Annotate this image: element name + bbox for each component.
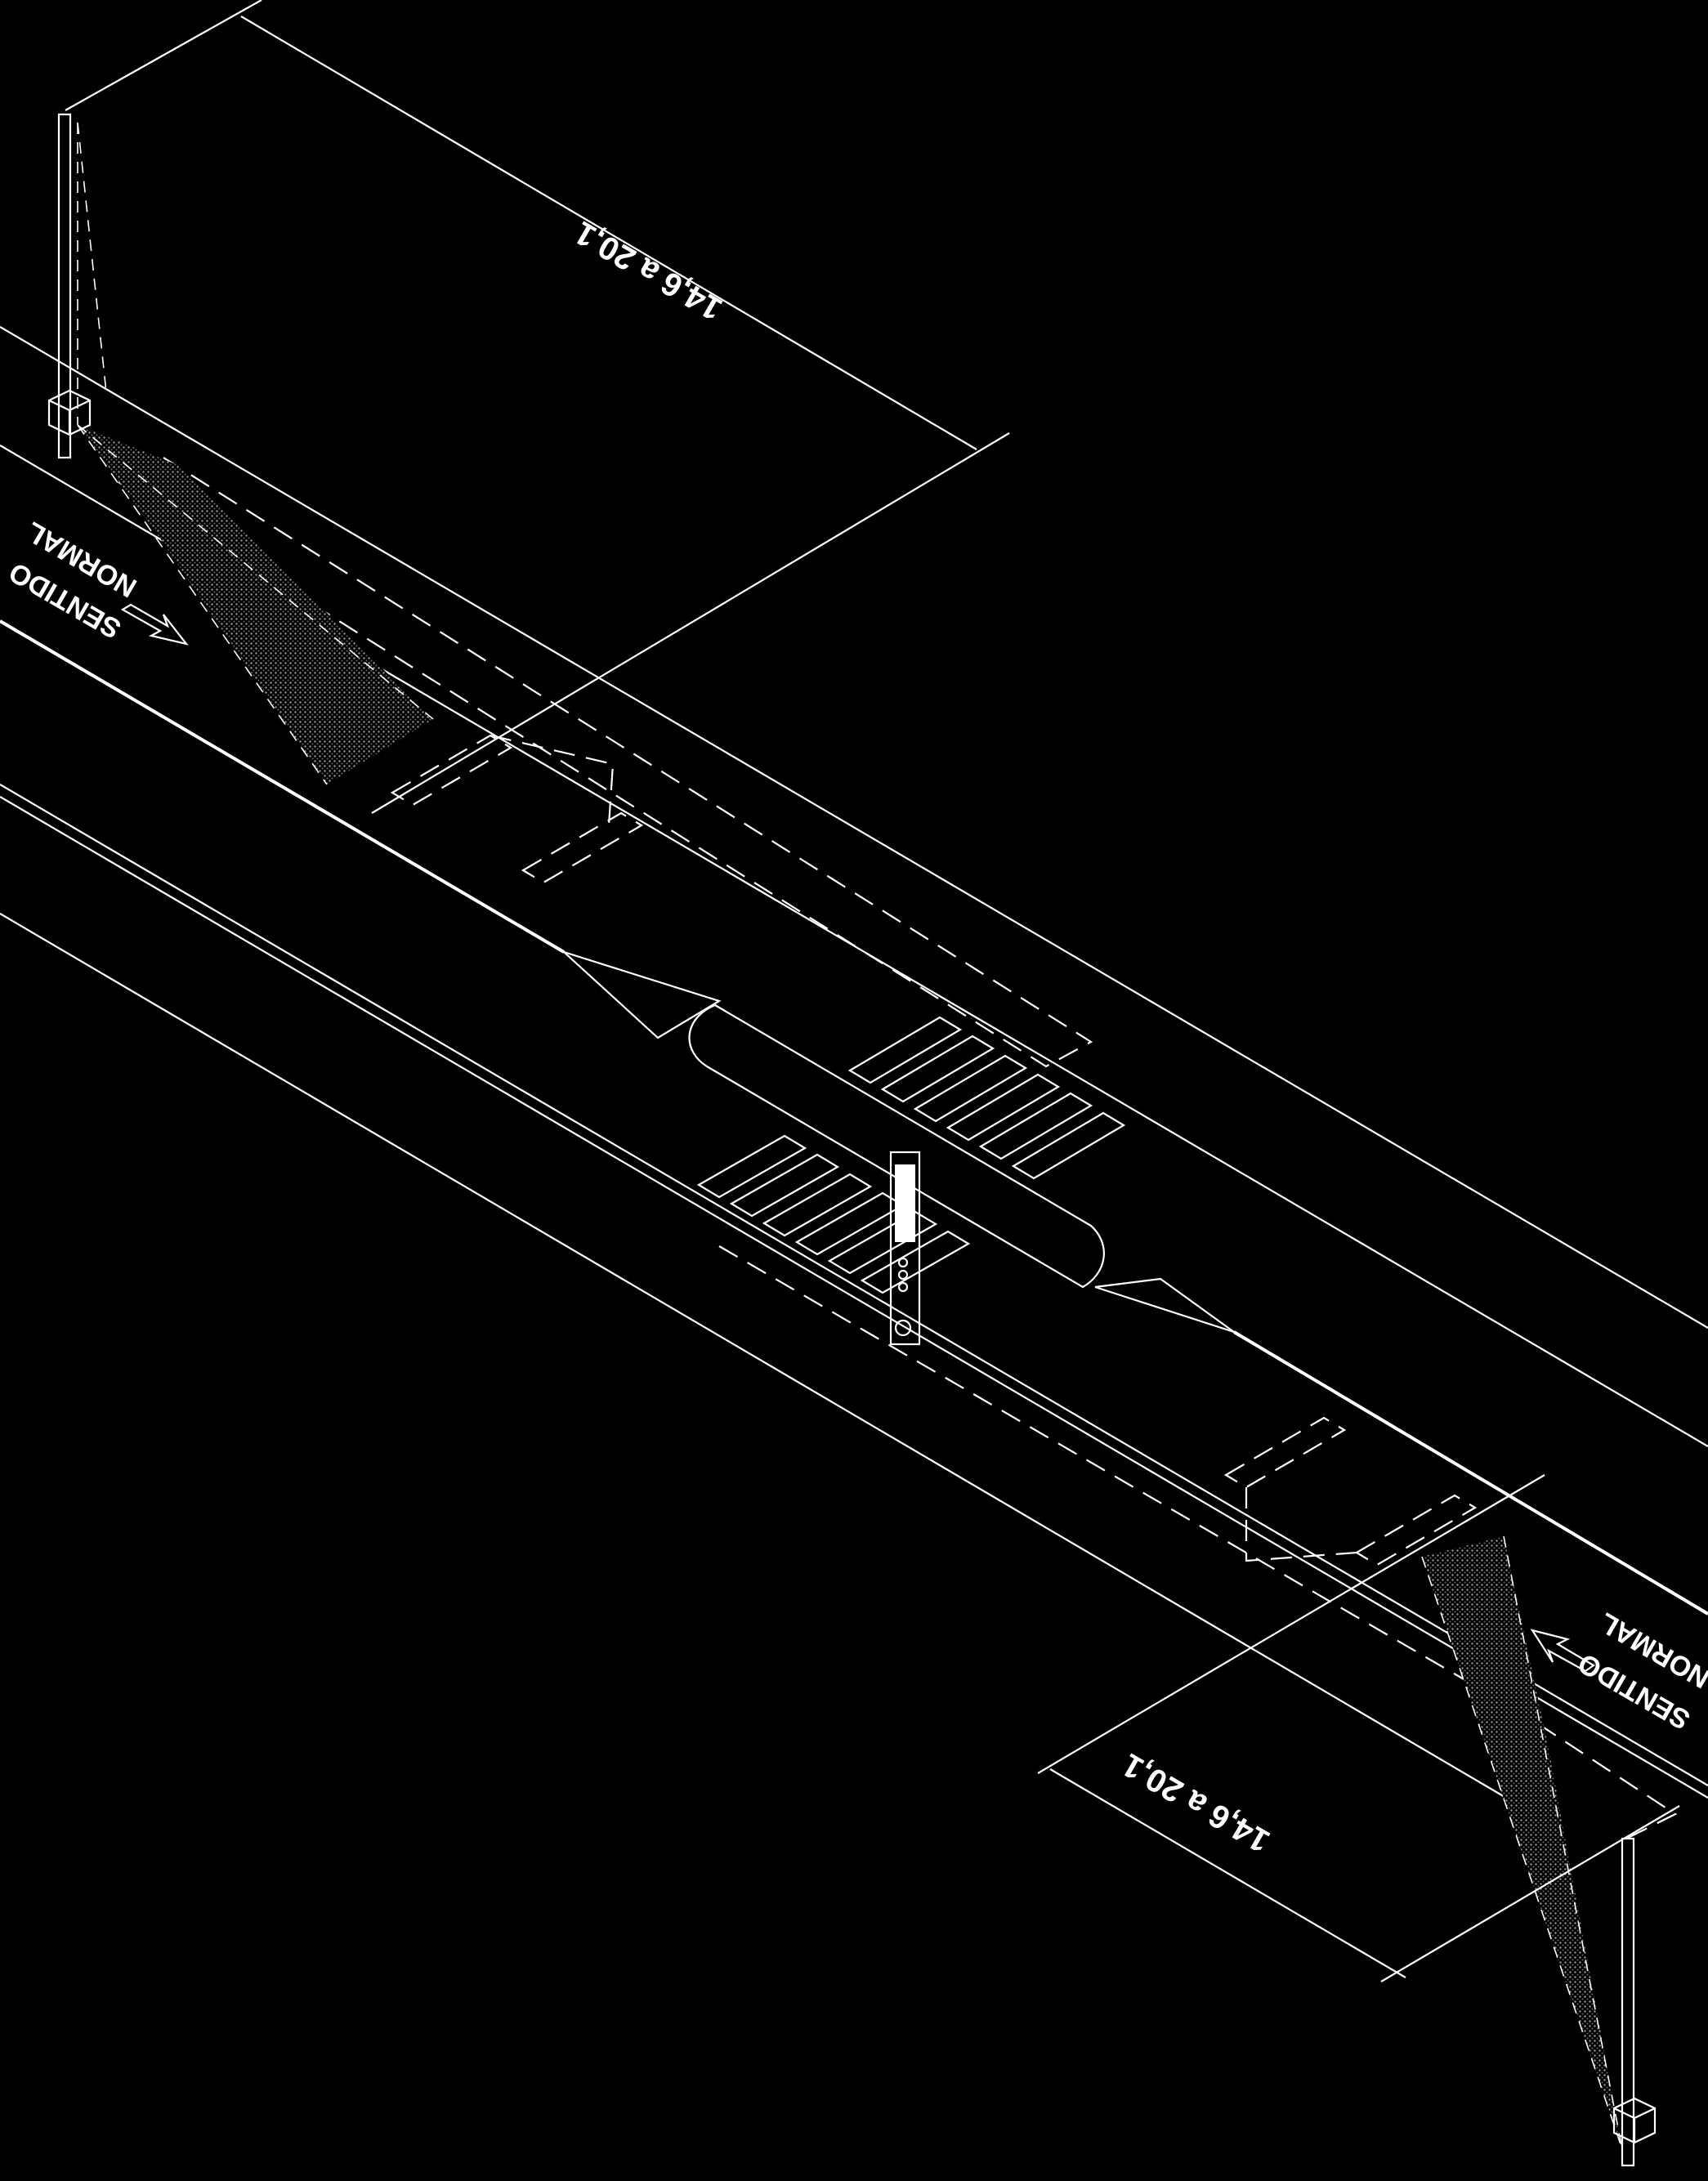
camera-cone-lower bbox=[1422, 1536, 1622, 2149]
direction-arrow-lower bbox=[1530, 1629, 1596, 1673]
dimension-label-top: 14,6 a 20,1 bbox=[569, 214, 728, 327]
median-line-b bbox=[0, 796, 1708, 1799]
island-taper-left bbox=[563, 950, 722, 1039]
post-light bbox=[897, 1257, 909, 1268]
stop-box-upper-a bbox=[390, 734, 513, 807]
center-line-upper bbox=[0, 619, 566, 954]
dimension-line bbox=[1049, 1768, 1406, 1978]
detection-zone-lower bbox=[718, 1245, 1678, 1839]
extension-line bbox=[371, 432, 1010, 814]
zebra-stripe bbox=[762, 1173, 873, 1237]
outer-edge-top bbox=[0, 326, 1708, 1329]
zebra-stripe bbox=[729, 1153, 840, 1218]
island-outline bbox=[688, 1003, 1105, 1289]
detection-zone-upper bbox=[118, 457, 1093, 1068]
zebra-crossing-upper bbox=[847, 1016, 1126, 1180]
dimension-top: 14,6 a 20,1 bbox=[65, 0, 1010, 814]
camera-cone-lines-lower bbox=[1421, 1535, 1623, 2150]
post-light bbox=[897, 1269, 909, 1280]
zebra-stripe bbox=[880, 1035, 995, 1103]
center-line-upper-2 bbox=[1232, 1330, 1708, 1616]
post-light bbox=[894, 1319, 912, 1337]
zebra-stripe bbox=[913, 1054, 1028, 1123]
island-taper-right bbox=[1094, 1277, 1235, 1334]
median-line-a bbox=[0, 784, 1708, 1786]
camera-cone-upper bbox=[78, 425, 433, 784]
zebra-stripe bbox=[946, 1073, 1061, 1142]
outer-edge-bottom bbox=[0, 913, 1521, 1807]
extension-line bbox=[1380, 1805, 1680, 1982]
pole-lower bbox=[1621, 1837, 1635, 2167]
zebra-stripe bbox=[847, 1016, 963, 1084]
stop-box-lower-a bbox=[1223, 1416, 1347, 1489]
extension-line bbox=[65, 0, 262, 111]
dimension-label-bottom: 14,6 a 20,1 bbox=[1116, 1746, 1276, 1859]
signal-post-center bbox=[889, 1151, 921, 1346]
post-light bbox=[897, 1281, 909, 1293]
stop-box-lower-b bbox=[1354, 1494, 1478, 1566]
direction-lower: SENTIDO NORMAL bbox=[1530, 1607, 1708, 1736]
camera-box-lower bbox=[1612, 2097, 1657, 2144]
detection-zones bbox=[118, 457, 1678, 1839]
zebra-stripe bbox=[794, 1191, 905, 1256]
zebra-stripe bbox=[978, 1092, 1093, 1160]
zebra-crossing-lower bbox=[696, 1134, 971, 1294]
pole-upper bbox=[57, 113, 72, 459]
stop-box-upper-b bbox=[521, 811, 644, 884]
post-reflector bbox=[895, 1164, 915, 1242]
camera-box-upper bbox=[47, 389, 92, 436]
detector-link-lower bbox=[1245, 1487, 1357, 1562]
direction-arrow-upper bbox=[120, 603, 189, 646]
camera-pole-upper bbox=[47, 113, 434, 785]
dimension-line bbox=[240, 16, 977, 450]
zebra-stripe bbox=[1011, 1111, 1126, 1180]
extension-line bbox=[1037, 1474, 1545, 1774]
zebra-stripe bbox=[696, 1134, 807, 1199]
post-body bbox=[889, 1151, 921, 1346]
zebra-stripe bbox=[827, 1210, 938, 1275]
detector-link-upper bbox=[490, 734, 615, 826]
camera-pole-lower bbox=[1421, 1535, 1657, 2167]
refuge-island bbox=[563, 950, 1235, 1334]
